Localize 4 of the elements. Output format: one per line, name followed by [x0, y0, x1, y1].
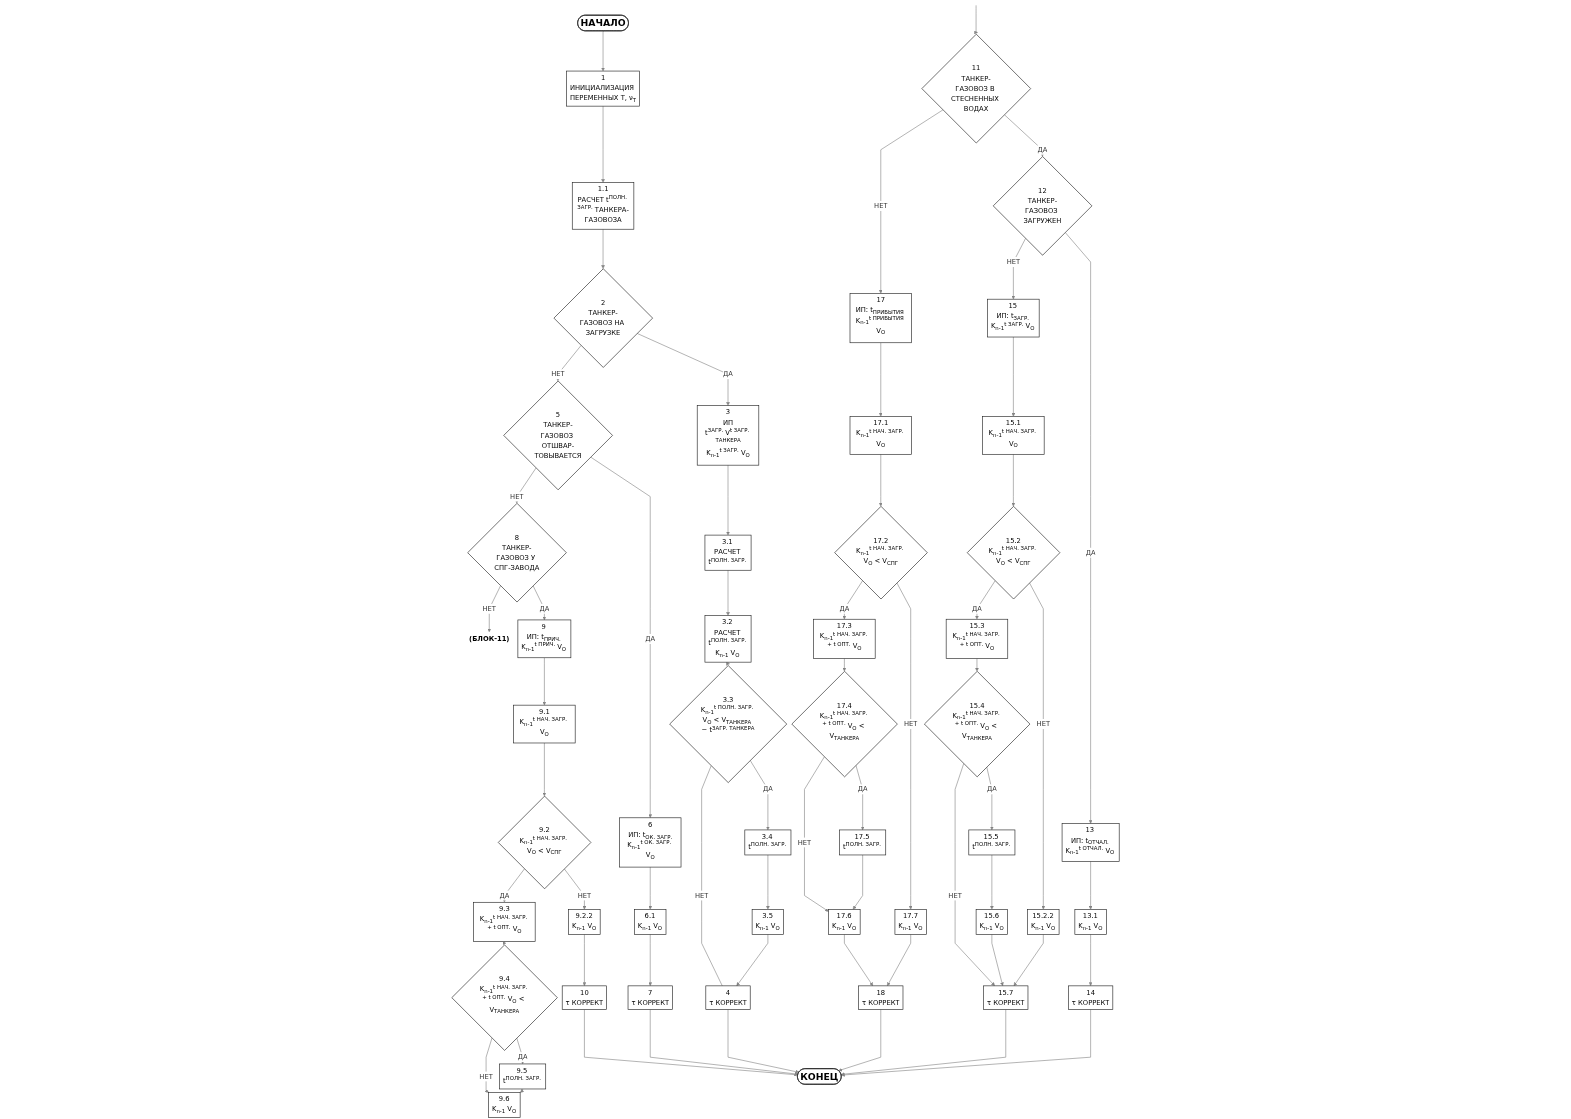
arrow	[726, 661, 730, 666]
connector	[701, 765, 723, 987]
arrow	[502, 941, 507, 946]
arrow	[519, 1088, 524, 1093]
